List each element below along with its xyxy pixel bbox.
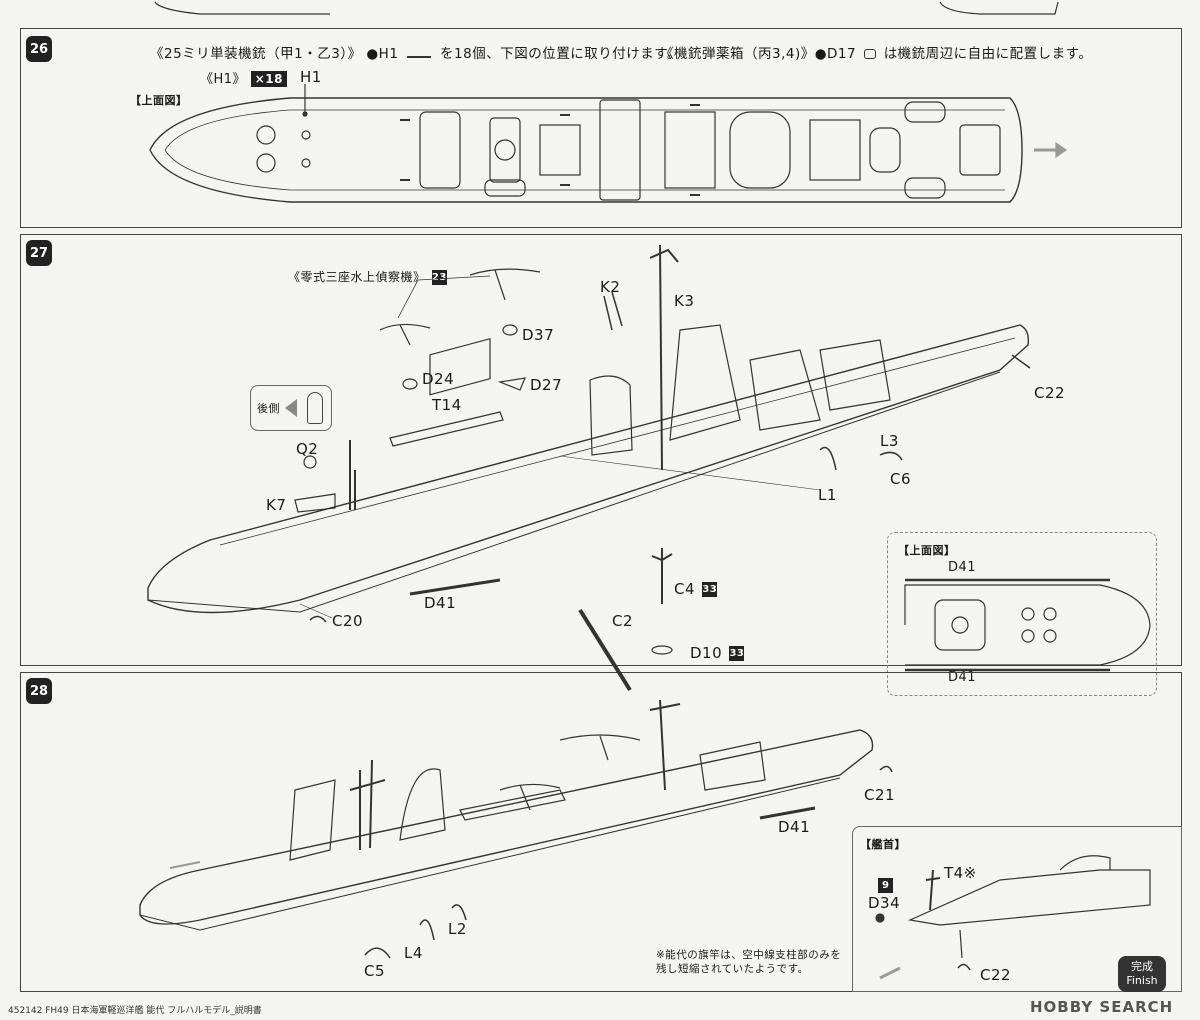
- aircraft-1: [379, 323, 431, 346]
- callout-k7: K7: [266, 496, 287, 514]
- mast-parts-27: [578, 548, 673, 692]
- callout-d10: D10 33: [690, 644, 745, 662]
- ship-top-view-inset: [904, 578, 1151, 672]
- flagstaff-note: ※能代の旗竿は、空中線支柱部のみを残し短縮されていたようです。: [656, 949, 842, 975]
- callout-c22: C22: [1034, 384, 1066, 402]
- callout-d41-28: D41: [778, 818, 811, 836]
- previous-step-edge-right: [939, 1, 1059, 15]
- callout-k3: K3: [674, 292, 695, 310]
- aircraft-rear-icon: [307, 392, 323, 424]
- footer-text: 452142 FH49 日本海軍軽巡洋艦 能代 フルハルモデル_説明書: [8, 1006, 262, 1016]
- callout-c4-text: C4: [674, 580, 696, 598]
- part-count-label: 《H1》: [200, 72, 247, 87]
- instruction-tail: を18個、下図の位置に取り付けます。: [440, 46, 681, 62]
- callout-d10-text: D10: [690, 644, 723, 662]
- callout-c21: C21: [864, 786, 896, 804]
- bow-detail-drawing: [875, 855, 1151, 980]
- callout-d41: D41: [424, 594, 457, 612]
- catapult-t14: [389, 411, 504, 447]
- callout-d37: D37: [522, 326, 555, 344]
- callout-t4: T4※: [944, 864, 977, 882]
- step-26-instruction: 《25ミリ単装機銃（甲1・乙3）》 ●H1 を18個、下図の位置に取り付けます。: [150, 42, 681, 62]
- step-26-instruction-2: 《機銃弾薬箱（丙3,4)》●D17 は機銃周辺に自由に配置します。: [660, 42, 1092, 62]
- ammo-box-icon: [863, 49, 876, 59]
- finish-jp: 完成: [1131, 960, 1153, 973]
- aircraft-2: [469, 268, 541, 301]
- ship-side-view-28: [139, 699, 893, 959]
- step-27-badge: 27: [26, 240, 52, 266]
- callout-c22-bow: C22: [980, 966, 1012, 984]
- rear-indicator: 後側: [250, 385, 332, 431]
- callout-d10-ref: 33: [729, 646, 745, 661]
- bow-ref-badge: 9: [878, 878, 893, 893]
- rear-label: 後側: [257, 402, 280, 415]
- top-view-label-27: 【上面図】: [898, 544, 956, 557]
- callout-c6: C6: [890, 470, 912, 488]
- inset-callout-d41-top: D41: [948, 560, 977, 575]
- bow-detail-box: [852, 826, 1182, 992]
- callout-d27: D27: [530, 376, 563, 394]
- aircraft-ref-badge: 23: [431, 270, 447, 285]
- callout-c4-ref: 33: [702, 582, 718, 597]
- callout-c4: C4 33: [674, 580, 718, 598]
- gun-icon: [407, 50, 432, 58]
- callout-l4: L4: [404, 944, 423, 962]
- step-26-panel: [20, 28, 1182, 228]
- callout-c5: C5: [364, 962, 386, 980]
- instruction2-text: 《機銃弾薬箱（丙3,4)》●D17: [660, 46, 857, 62]
- aircraft-label: 《零式三座水上偵察機》 23: [288, 268, 447, 285]
- callout-l3: L3: [880, 432, 899, 450]
- top-view-inset: [887, 532, 1157, 696]
- callout-d34: D34: [868, 894, 901, 912]
- watermark: HOBBY SEARCH: [1030, 998, 1174, 1016]
- finish-badge: 完成 Finish: [1118, 956, 1166, 992]
- finish-en: Finish: [1126, 974, 1158, 987]
- callout-l1: L1: [818, 486, 837, 504]
- instruction-text: 《25ミリ単装機銃（甲1・乙3）》 ●H1: [150, 46, 399, 62]
- ship-side-view-27: [147, 244, 1031, 623]
- bow-label: 【艦首】: [860, 838, 906, 851]
- inset-callout-d41-bottom: D41: [948, 670, 977, 685]
- part-count-badge: ×18: [250, 71, 287, 87]
- callout-c20: C20: [332, 612, 364, 630]
- step-26-badge: 26: [26, 36, 52, 62]
- instruction2-tail: は機銃周辺に自由に配置します。: [883, 46, 1093, 62]
- callout-c2: C2: [612, 612, 634, 630]
- top-view-label-26: 【上面図】: [130, 94, 188, 107]
- step-28-badge: 28: [26, 678, 52, 704]
- part-count: 《H1》 ×18: [200, 68, 287, 87]
- h1-callout: H1: [300, 68, 322, 86]
- aircraft-label-text: 《零式三座水上偵察機》: [288, 270, 426, 284]
- callout-l2: L2: [448, 920, 467, 938]
- callout-k2: K2: [600, 278, 621, 296]
- ship-top-view-26: [149, 84, 1068, 203]
- step-27-panel: [20, 234, 1182, 666]
- callout-t14: T14: [432, 396, 462, 414]
- previous-step-edge: [154, 1, 330, 15]
- callout-q2: Q2: [296, 440, 319, 458]
- arrow-left-icon: [285, 399, 297, 417]
